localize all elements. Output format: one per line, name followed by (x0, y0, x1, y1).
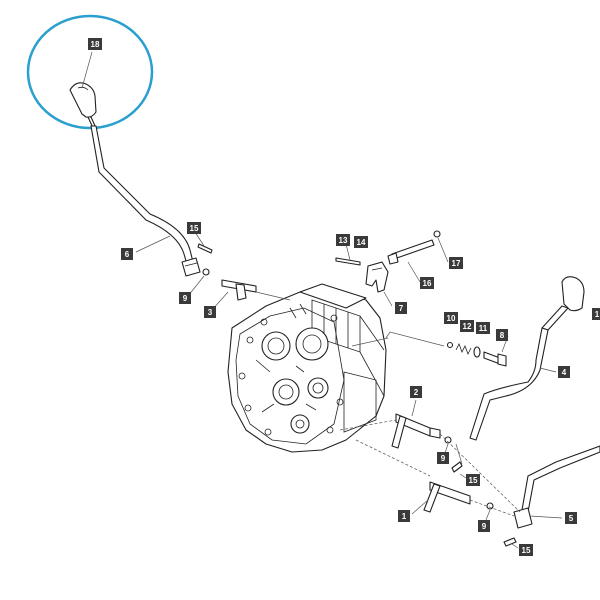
spring-12 (455, 343, 472, 355)
tag-14: 14 (354, 236, 368, 248)
svg-text:9: 9 (482, 522, 487, 531)
svg-text:2: 2 (414, 388, 419, 397)
shaft-16 (387, 239, 435, 265)
svg-text:6: 6 (125, 250, 130, 259)
svg-text:9: 9 (183, 294, 188, 303)
pin-15-left (197, 243, 213, 254)
shift-fork-2 (391, 413, 441, 449)
tag-17: 17 (449, 257, 463, 269)
svg-text:17: 17 (452, 259, 461, 268)
svg-text:1: 1 (595, 310, 600, 319)
gearbox-housing (227, 283, 387, 453)
highlight-ring (26, 14, 154, 130)
svg-text:4: 4 (562, 368, 567, 377)
svg-text:15: 15 (522, 546, 531, 555)
right-lever-5[interactable] (513, 445, 600, 529)
tag-3: 3 (204, 306, 216, 318)
tag-2: 2 (410, 386, 422, 398)
left-gear-lever[interactable] (69, 82, 201, 277)
svg-text:3: 3 (208, 308, 213, 317)
selector-fork-7 (365, 261, 389, 293)
ring-9-center (444, 436, 452, 444)
tag-15-center: 15 (466, 474, 480, 486)
tag-16: 16 (420, 277, 434, 289)
tag-4: 4 (558, 366, 570, 378)
svg-text:18: 18 (91, 40, 100, 49)
svg-text:11: 11 (479, 324, 488, 333)
svg-text:8: 8 (500, 331, 505, 340)
tag-5: 5 (565, 512, 577, 524)
tag-12: 12 (460, 320, 474, 332)
svg-text:13: 13 (339, 236, 348, 245)
ball-10 (446, 341, 454, 349)
tag-11: 11 (476, 322, 490, 334)
svg-text:10: 10 (447, 314, 456, 323)
svg-text:12: 12 (463, 322, 472, 331)
pin-15-lower (503, 537, 517, 547)
right-gear-lever-4[interactable] (469, 276, 585, 441)
svg-text:1: 1 (402, 512, 407, 521)
pin-15-center (451, 461, 463, 473)
ring-9-lower (486, 502, 494, 510)
tag-9-center: 9 (437, 452, 449, 464)
pin-13-14 (335, 257, 361, 266)
tag-19-partial: 1 (592, 308, 600, 320)
tag-15-lower: 15 (519, 544, 533, 556)
washer-11 (473, 346, 481, 358)
svg-text:15: 15 (190, 224, 199, 233)
ring-17 (433, 230, 441, 238)
tag-8: 8 (496, 329, 508, 341)
svg-text:14: 14 (357, 238, 366, 247)
tag-6: 6 (121, 248, 133, 260)
svg-text:5: 5 (569, 514, 574, 523)
tag-9-lower: 9 (478, 520, 490, 532)
tag-18: 18 (88, 38, 102, 50)
ring-9-left (202, 268, 210, 276)
shift-fork-1 (423, 481, 471, 513)
tag-10: 10 (444, 312, 458, 324)
tag-13: 13 (336, 234, 350, 246)
bolt-8 (483, 351, 507, 367)
tag-7: 7 (395, 302, 407, 314)
tag-9-left: 9 (179, 292, 191, 304)
shaft-3 (221, 279, 257, 301)
svg-text:9: 9 (441, 454, 446, 463)
svg-text:7: 7 (399, 304, 404, 313)
svg-text:15: 15 (469, 476, 478, 485)
tag-15-left: 15 (187, 222, 201, 234)
tag-1: 1 (398, 510, 410, 522)
svg-text:16: 16 (423, 279, 432, 288)
